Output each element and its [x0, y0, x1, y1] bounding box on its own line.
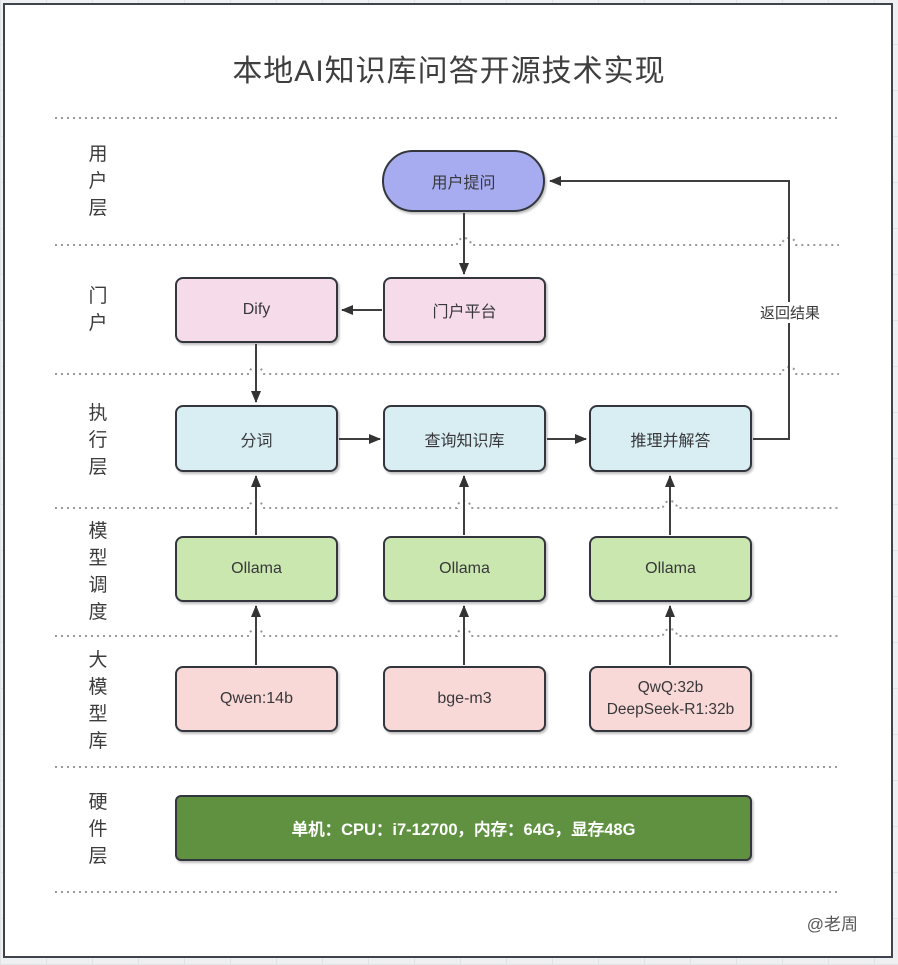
node-hardware-spec: 单机：CPU：i7-12700，内存：64G，显存48G	[175, 795, 752, 861]
qwq-line2: DeepSeek-R1:32b	[606, 701, 735, 718]
node-portal-platform: 门户平台	[383, 277, 546, 343]
node-dify: Dify	[175, 277, 338, 343]
qwq-line1: QwQ:32b	[637, 678, 704, 696]
node-user-question: 用户提问	[382, 150, 545, 212]
node-ollama-3: Ollama	[589, 536, 752, 602]
node-qwq-deepseek: QwQ:32b DeepSeek-R1:32b	[589, 666, 752, 732]
divider-5	[55, 628, 839, 637]
layer-label-models: 大 模 型 库	[88, 650, 108, 752]
node-reason-answer: 推理并解答	[589, 405, 752, 472]
divider-2	[55, 237, 839, 246]
node-query-kb: 查询知识库	[383, 405, 546, 472]
divider-4	[55, 500, 839, 509]
layer-label-portal: 门 户	[88, 286, 108, 334]
divider-3	[55, 366, 839, 375]
watermark: @老周	[806, 915, 858, 934]
node-qwen: Qwen:14b	[175, 666, 338, 732]
return-result-label: 返回结果	[750, 302, 830, 323]
layer-label-user: 用 户 层	[88, 144, 108, 219]
diagram-title: 本地AI知识库问答开源技术实现	[232, 55, 666, 88]
node-ollama-2: Ollama	[383, 536, 546, 602]
node-bge-m3: bge-m3	[383, 666, 546, 732]
layer-label-hardware: 硬 件 层	[88, 792, 108, 867]
node-ollama-1: Ollama	[175, 536, 338, 602]
layer-label-execution: 执 行 层	[88, 403, 108, 478]
node-tokenize: 分词	[175, 405, 338, 472]
layer-label-scheduler: 模 型 调 度	[88, 521, 108, 623]
